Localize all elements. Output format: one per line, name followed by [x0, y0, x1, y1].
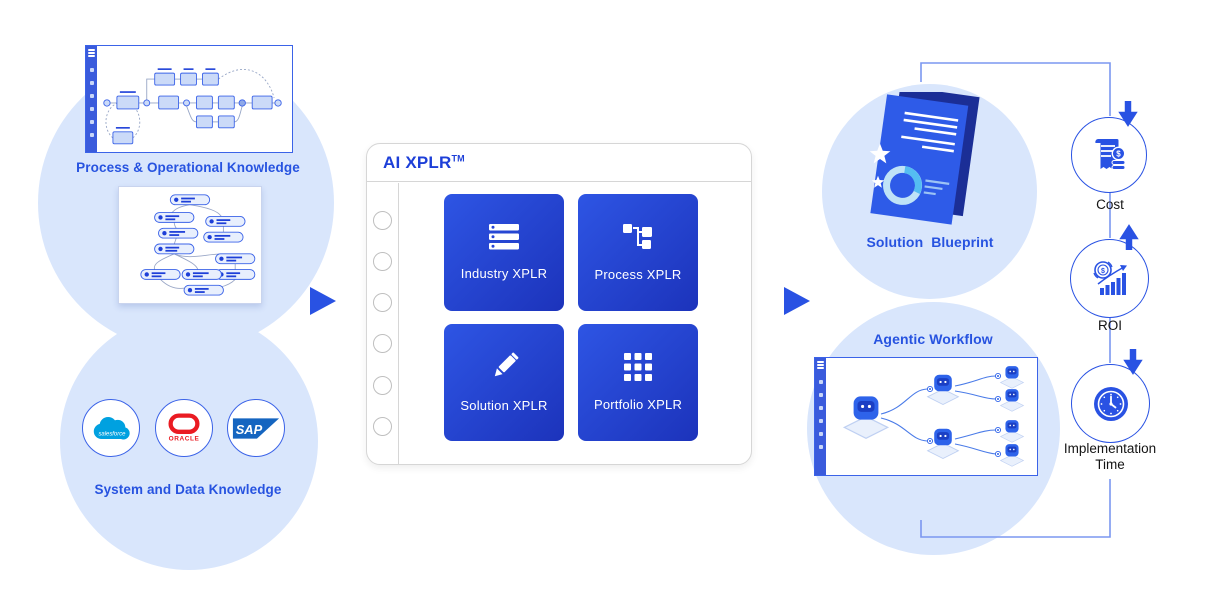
- sidebar-icon: [89, 133, 94, 137]
- salesforce-logo: salesforce: [82, 399, 140, 457]
- binder-hole: [373, 416, 392, 436]
- binder-hole: [373, 251, 392, 271]
- tile-label: Portfolio XPLR: [593, 397, 683, 412]
- implementation-time-line2: Time: [1095, 457, 1125, 472]
- svg-text:$: $: [1116, 150, 1121, 159]
- agentic-card-sidebar: [815, 358, 826, 475]
- panel-binder-holes: [367, 182, 399, 464]
- knowledge-graph-card: [118, 186, 262, 304]
- trademark-symbol: TM: [451, 152, 465, 163]
- sap-wordmark: SAP: [236, 422, 263, 437]
- binder-hole: [373, 293, 392, 313]
- star-icon: [869, 143, 891, 188]
- binder-hole: [373, 334, 392, 354]
- sidebar-icon: [89, 81, 94, 85]
- tile-label: Process XPLR: [594, 267, 682, 282]
- process-card-sidebar: [86, 46, 97, 152]
- server-list-icon: [489, 224, 519, 250]
- sidebar-icon: [818, 419, 823, 423]
- implementation-time-line1: Implementation: [1063, 441, 1157, 456]
- sidebar-icon: [818, 393, 823, 397]
- oracle-ring-icon: ORACLE: [168, 413, 200, 442]
- roi-label: ROI: [1097, 318, 1122, 333]
- sidebar-icon: [818, 406, 823, 410]
- implementation-time-label: Implementation Time: [1040, 441, 1180, 473]
- sap-logo: SAP: [227, 399, 285, 457]
- sidebar-icon: [818, 445, 823, 449]
- tile-label: Solution XPLR: [460, 398, 548, 413]
- system-knowledge-label: System and Data Knowledge: [94, 482, 282, 497]
- sap-shape-icon: SAP: [232, 417, 280, 439]
- menu-icon: [88, 49, 95, 57]
- sidebar-icon: [818, 432, 823, 436]
- solution-xplr-tile[interactable]: Solution XPLR: [444, 324, 564, 441]
- cost-label: Cost: [1096, 197, 1124, 212]
- sidebar-icon: [89, 120, 94, 124]
- agentic-workflow-label: Agentic Workflow: [873, 331, 993, 347]
- clock-icon: [1093, 386, 1128, 421]
- arrow-up-icon: [1119, 224, 1139, 250]
- oracle-logo: ORACLE: [155, 399, 213, 457]
- portfolio-xplr-tile[interactable]: Portfolio XPLR: [578, 324, 698, 441]
- process-knowledge-label: Process & Operational Knowledge: [76, 160, 300, 175]
- sidebar-icon: [89, 107, 94, 111]
- arrow-down-icon: [1118, 101, 1138, 127]
- solution-blueprint-label: Solution Blueprint: [866, 234, 994, 250]
- flowchart-icon: [623, 224, 652, 249]
- process-xplr-tile[interactable]: Process XPLR: [578, 194, 698, 311]
- flow-arrow-right-icon: [784, 287, 810, 315]
- svg-text:$: $: [1101, 268, 1105, 275]
- panel-header: AI XPLRTM: [367, 144, 751, 182]
- bpmn-process-illustration: [103, 68, 282, 145]
- sidebar-icon: [89, 94, 94, 98]
- salesforce-wordmark: salesforce: [98, 431, 126, 437]
- flow-arrow-left-icon: [310, 287, 336, 315]
- cost-metric-circle: $: [1071, 117, 1147, 193]
- sidebar-icon: [818, 380, 823, 384]
- process-diagram-card: [85, 45, 293, 153]
- binder-hole: [373, 375, 392, 395]
- agentic-workflow-card: [814, 357, 1038, 476]
- invoice-coins-icon: $: [1095, 138, 1126, 170]
- agent-network-illustration: [843, 365, 1024, 467]
- roi-metric-circle: $: [1070, 239, 1149, 318]
- tile-label: Industry XPLR: [460, 266, 548, 281]
- solution-blueprint-illustration: [869, 92, 980, 225]
- binder-hole: [373, 210, 392, 230]
- menu-icon: [817, 361, 824, 369]
- oracle-wordmark: ORACLE: [169, 435, 200, 442]
- pencil-icon: [494, 352, 519, 377]
- salesforce-cloud-icon: salesforce: [93, 416, 130, 439]
- implementation-time-metric-circle: [1071, 364, 1150, 443]
- sidebar-icon: [89, 68, 94, 72]
- arrow-down-icon: [1123, 349, 1143, 375]
- knowledge-graph-illustration: [140, 194, 256, 296]
- panel-title: AI XPLRTM: [383, 152, 465, 172]
- industry-xplr-tile[interactable]: Industry XPLR: [444, 194, 564, 311]
- grid-icon: [624, 353, 652, 381]
- roi-growth-icon: $: [1092, 260, 1127, 295]
- ai-xplr-panel: AI XPLRTM Industry XPLR: [366, 143, 752, 465]
